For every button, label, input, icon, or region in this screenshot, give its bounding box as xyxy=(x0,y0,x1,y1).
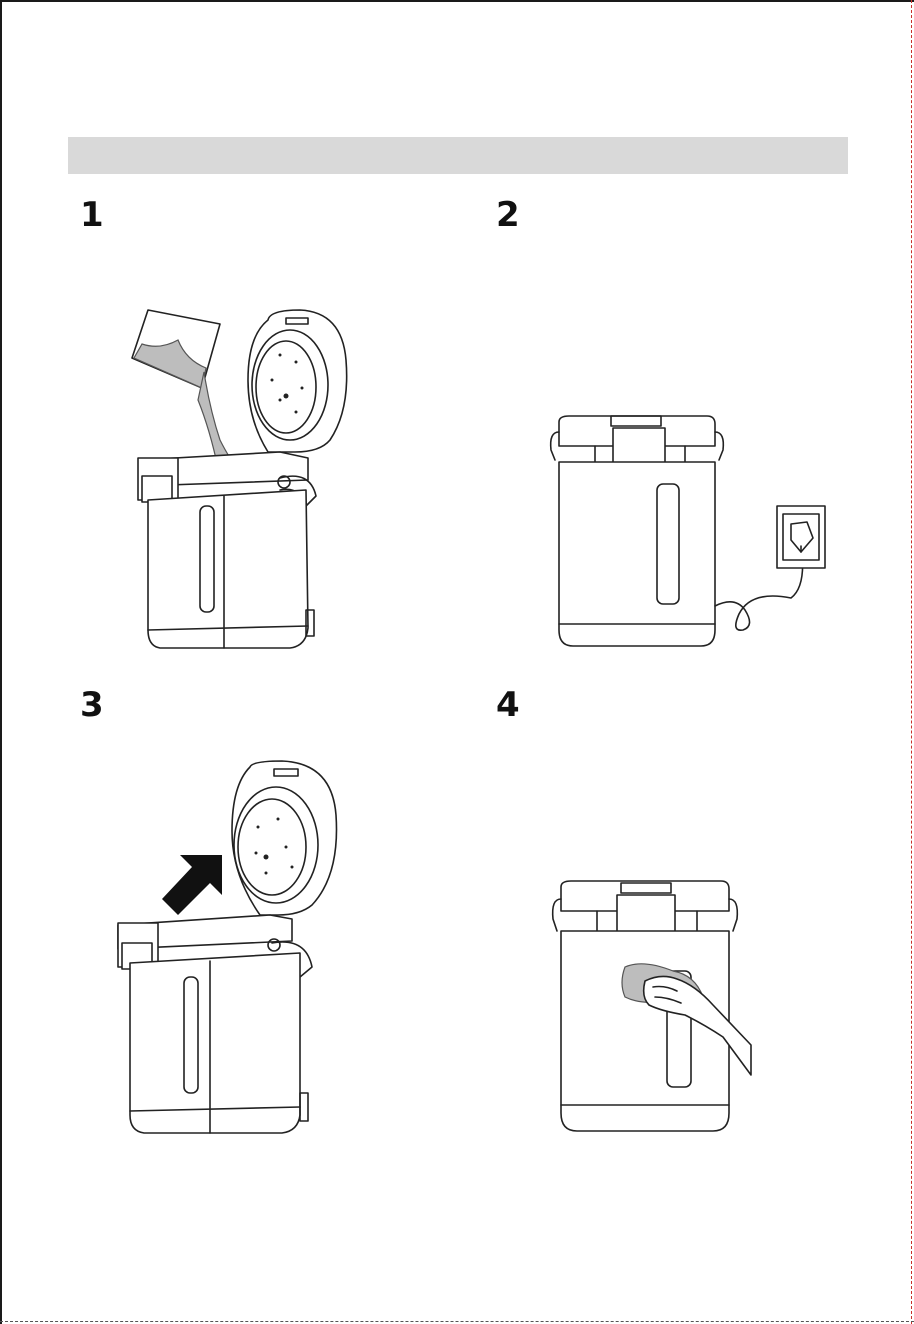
page-border-top xyxy=(0,0,914,2)
step-number-1: 1 xyxy=(80,198,104,232)
step-number-2: 2 xyxy=(496,198,520,232)
plug-in-illustration xyxy=(545,410,845,650)
pour-water-illustration xyxy=(120,300,360,660)
section-header-bar xyxy=(68,137,848,174)
page-border-bottom xyxy=(0,1321,914,1322)
step-number-3: 3 xyxy=(80,688,104,722)
page-border-left xyxy=(0,0,2,1324)
open-lid-illustration xyxy=(110,755,350,1140)
wipe-clean-illustration xyxy=(545,875,755,1140)
direction-arrow-icon xyxy=(162,855,222,915)
page-border-right xyxy=(911,0,912,1324)
step-number-4: 4 xyxy=(496,688,520,722)
